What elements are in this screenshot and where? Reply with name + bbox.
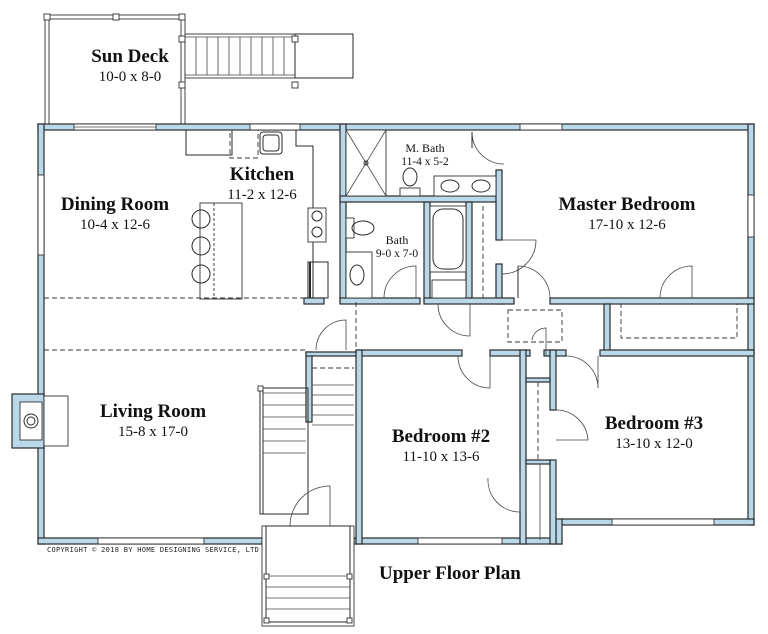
room-dims: 10-0 x 8-0 [98,69,162,85]
room-name: Bath [385,233,409,247]
closets [507,303,738,540]
bath-fixtures [345,129,497,299]
room-label-sun-deck: Sun Deck 10-0 x 8-0 [91,46,169,86]
room-name: Dining Room [60,194,170,215]
room-label-master-bedroom: Master Bedroom 17-10 x 12-6 [558,194,695,234]
room-dims: 10-4 x 12-6 [80,217,150,233]
room-label-bedroom-3: Bedroom #3 13-10 x 12-0 [605,413,703,453]
room-label-bedroom-2: Bedroom #2 11-10 x 13-6 [392,426,490,466]
kitchen-counters [185,129,329,300]
exterior-walls [37,123,755,545]
room-name: Bedroom #2 [391,426,491,447]
room-label-m-bath: M. Bath 11-4 x 5-2 [401,141,448,169]
room-label-bath: Bath 9-0 x 7-0 [376,233,418,261]
plan-title: Upper Floor Plan [379,563,521,584]
copyright-notice: COPYRIGHT © 2018 BY HOME DESIGNING SERVI… [47,546,260,554]
fireplace [11,393,69,449]
interior-walls [303,123,755,545]
door-swings [289,131,693,527]
room-name: Sun Deck [91,46,169,67]
room-dims: 11-10 x 13-6 [402,449,480,465]
room-name: M. Bath [405,141,445,155]
sun-deck-stairs [178,33,354,89]
room-name: Kitchen [229,164,295,185]
room-name: Master Bedroom [558,194,696,215]
windows [37,123,755,545]
room-dims: 17-10 x 12-6 [588,217,666,233]
room-dims: 11-2 x 12-6 [227,187,297,203]
main-stairs [257,367,354,515]
room-name: Bedroom #3 [604,413,704,434]
room-dims: 13-10 x 12-0 [615,436,693,452]
entry-steps [261,525,355,627]
room-label-dining-room: Dining Room 10-4 x 12-6 [61,194,169,234]
room-label-kitchen: Kitchen 11-2 x 12-6 [227,164,296,204]
room-label-living-room: Living Room 15-8 x 17-0 [100,401,206,441]
room-dims: 15-8 x 17-0 [117,424,188,440]
room-name: Living Room [99,401,207,422]
room-dims: 11-4 x 5-2 [401,156,449,168]
room-dims: 9-0 x 7-0 [375,248,419,260]
